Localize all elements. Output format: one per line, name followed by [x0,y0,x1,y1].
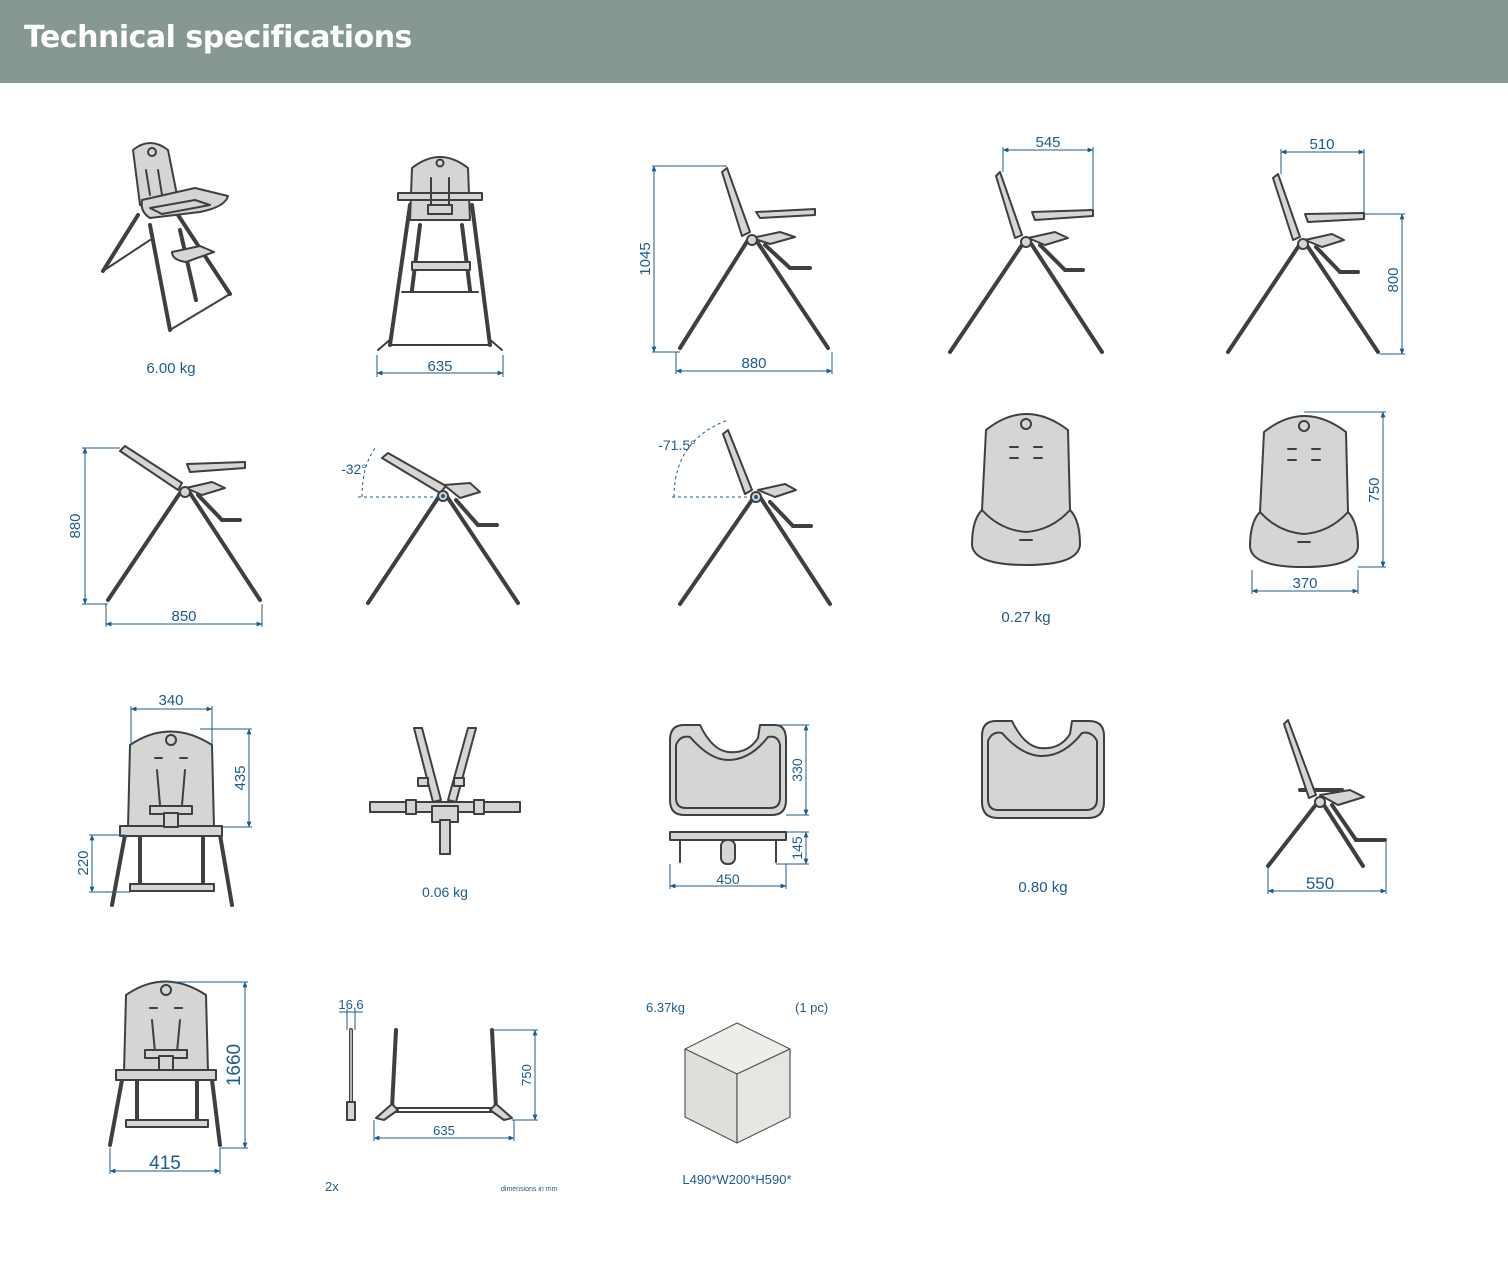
harness-drawing [369,727,521,855]
carton-box-drawing [684,1022,791,1144]
highchair-tray-position-2 [1226,173,1380,354]
tray-weight-label: 0.80 kg [1018,879,1067,896]
tray-width-label: 450 [716,871,740,887]
tray-position-2-depth-label: 510 [1309,136,1334,153]
recline-angle-1-arc [358,446,440,498]
recline-angle-1-label: -32° [341,461,367,477]
leg-height-label: 750 [519,1064,534,1086]
seat-front-dimension-drawing [110,730,234,907]
header-bar: Technical specifications [0,0,1508,83]
tray-position-1-depth-label: 545 [1035,134,1060,151]
carton-quantity-label: (1 pc) [795,1000,828,1015]
highchair-recline-position-1 [366,452,520,605]
tray-drawing [981,720,1105,819]
highchair-front-view [377,156,503,351]
packed-height-label: 1660 [224,1044,245,1086]
cushion-weight-label: 0.27 kg [1001,609,1050,626]
leg-quantity-label: 2x [325,1179,339,1194]
harness-weight-label: 0.06 kg [422,884,468,900]
tray-dimension-drawing [669,724,787,865]
tray-position-2-height-label: 800 [1385,267,1402,292]
recline-angle-2-arc [672,419,750,498]
highchair-side-height-view [106,445,262,602]
packed-width-label: 415 [149,1153,181,1174]
chair-weight-label: 6.00 kg [146,360,195,377]
recline-angle-2-label: -71.5° [658,437,696,453]
leg-assembly-drawing [346,1028,513,1121]
leg-width-label: 635 [433,1123,455,1138]
leg-thickness-label: 16.6 [338,997,363,1012]
seat-width-label: 340 [158,692,183,709]
recline-height-label: 880 [67,513,84,538]
front-width-label: 635 [427,358,452,375]
tray-height-label: 145 [789,836,805,860]
page-title: Technical specifications [24,20,412,55]
carton-weight-label: 6.37kg [646,1000,685,1015]
tray-depth-label: 330 [789,758,805,782]
highchair-tray-position-1 [948,171,1104,354]
cushion-height-label: 750 [1366,477,1383,502]
units-note: dimensions in mm [501,1186,558,1193]
seat-cushion-drawing [971,413,1081,566]
backrest-height-label: 435 [232,765,249,790]
highchair-recline-position-2 [678,429,832,606]
highchair-side-view [678,167,830,350]
recline-depth-label: 850 [171,608,196,625]
side-height-label: 1045 [637,242,654,275]
seat-height-label: 220 [75,850,92,875]
carton-size-label: L490*W200*H590* [682,1172,791,1187]
highchair-front-packed-drawing [108,980,222,1147]
side-depth-label: 880 [741,355,766,372]
cushion-width-label: 370 [1292,575,1317,592]
highchair-perspective-drawing [101,142,232,332]
highchair-folded-drawing [1266,719,1387,868]
folded-depth-label: 550 [1306,874,1334,893]
seat-cushion-dimension-drawing [1249,415,1359,568]
